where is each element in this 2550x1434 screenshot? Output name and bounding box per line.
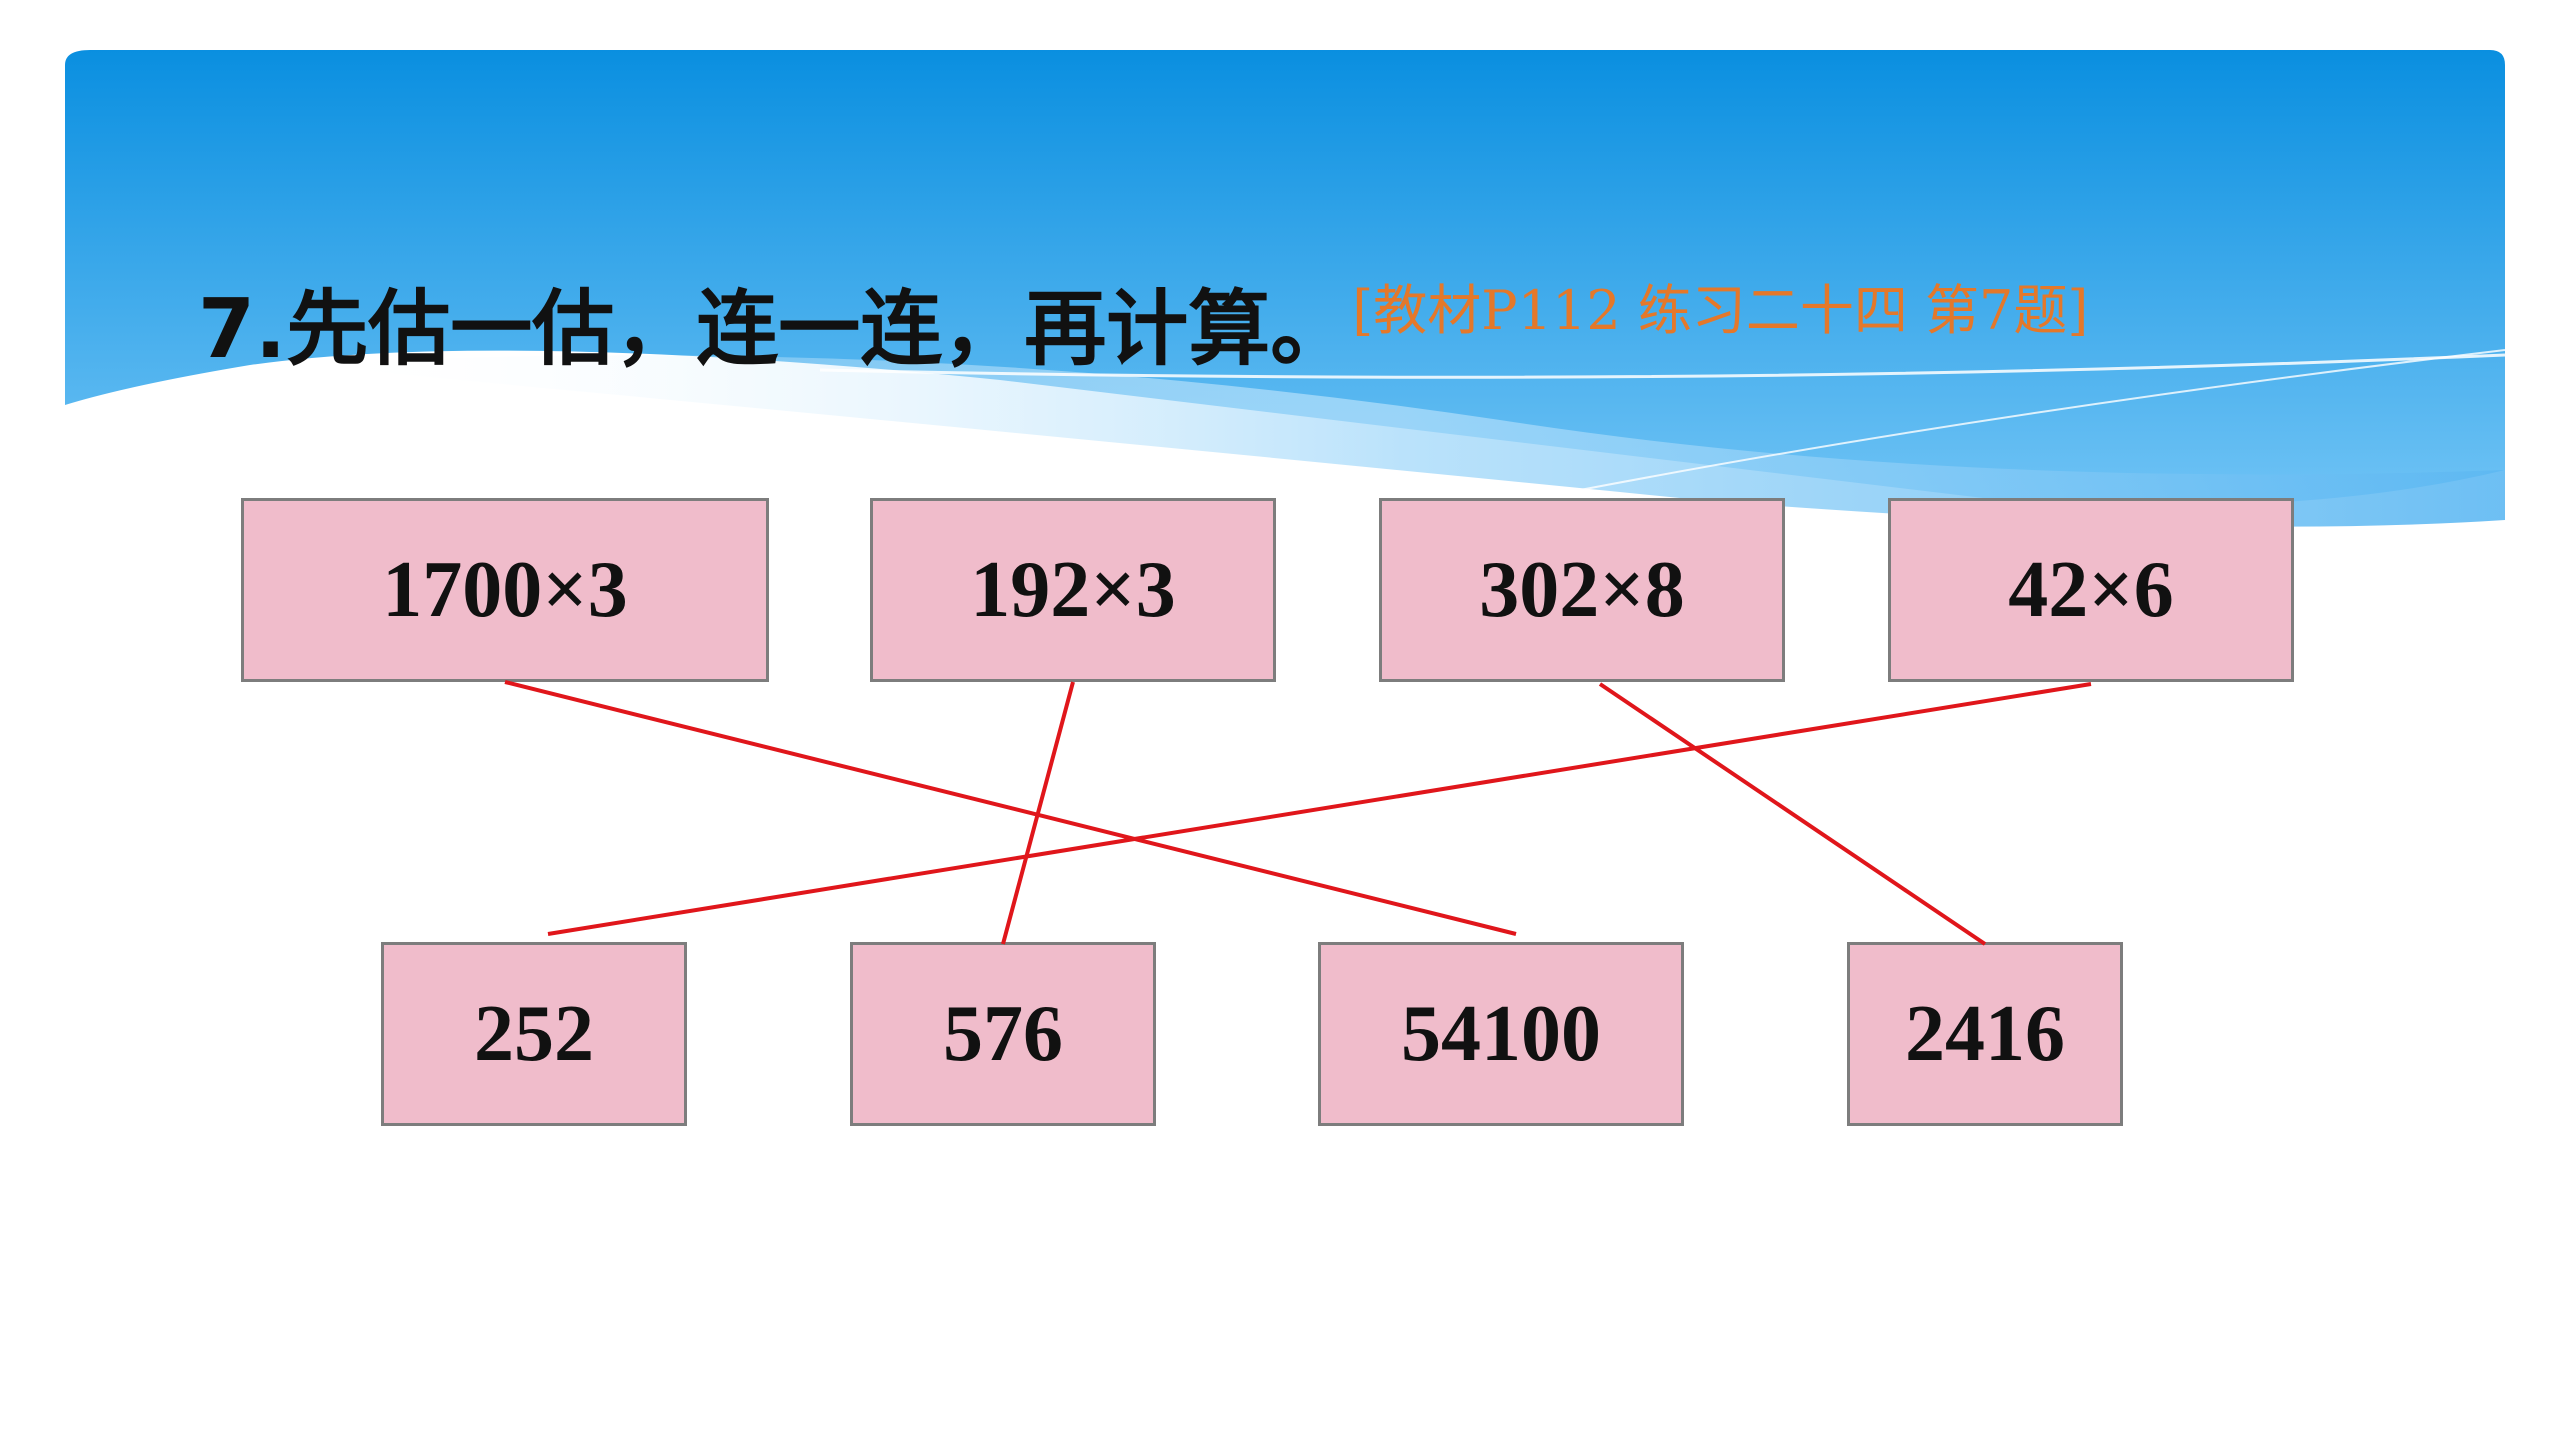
textbook-reference: [教材P112 练习二十四 第7题] [1352, 279, 2089, 342]
connection-1700x3-54100 [504, 680, 1517, 936]
expression-box-302x8: 302×8 [1379, 498, 1785, 682]
connection-42x6-252 [547, 682, 2092, 936]
expression-box-1700x3: 1700×3 [241, 498, 769, 682]
expression-box-192x3: 192×3 [870, 498, 1276, 682]
title-row: 7.先估一估，连一连，再计算。[教材P112 练习二十四 第7题] [198, 262, 2088, 381]
connection-192x3-576 [1001, 681, 1075, 945]
result-box-252: 252 [381, 942, 687, 1126]
expression-box-42x6: 42×6 [1888, 498, 2294, 682]
connection-302x8-2416 [1598, 682, 1987, 946]
exercise-title: 7.先估一估，连一连，再计算。 [198, 282, 1353, 377]
result-box-576: 576 [850, 942, 1156, 1126]
result-box-54100: 54100 [1318, 942, 1684, 1126]
